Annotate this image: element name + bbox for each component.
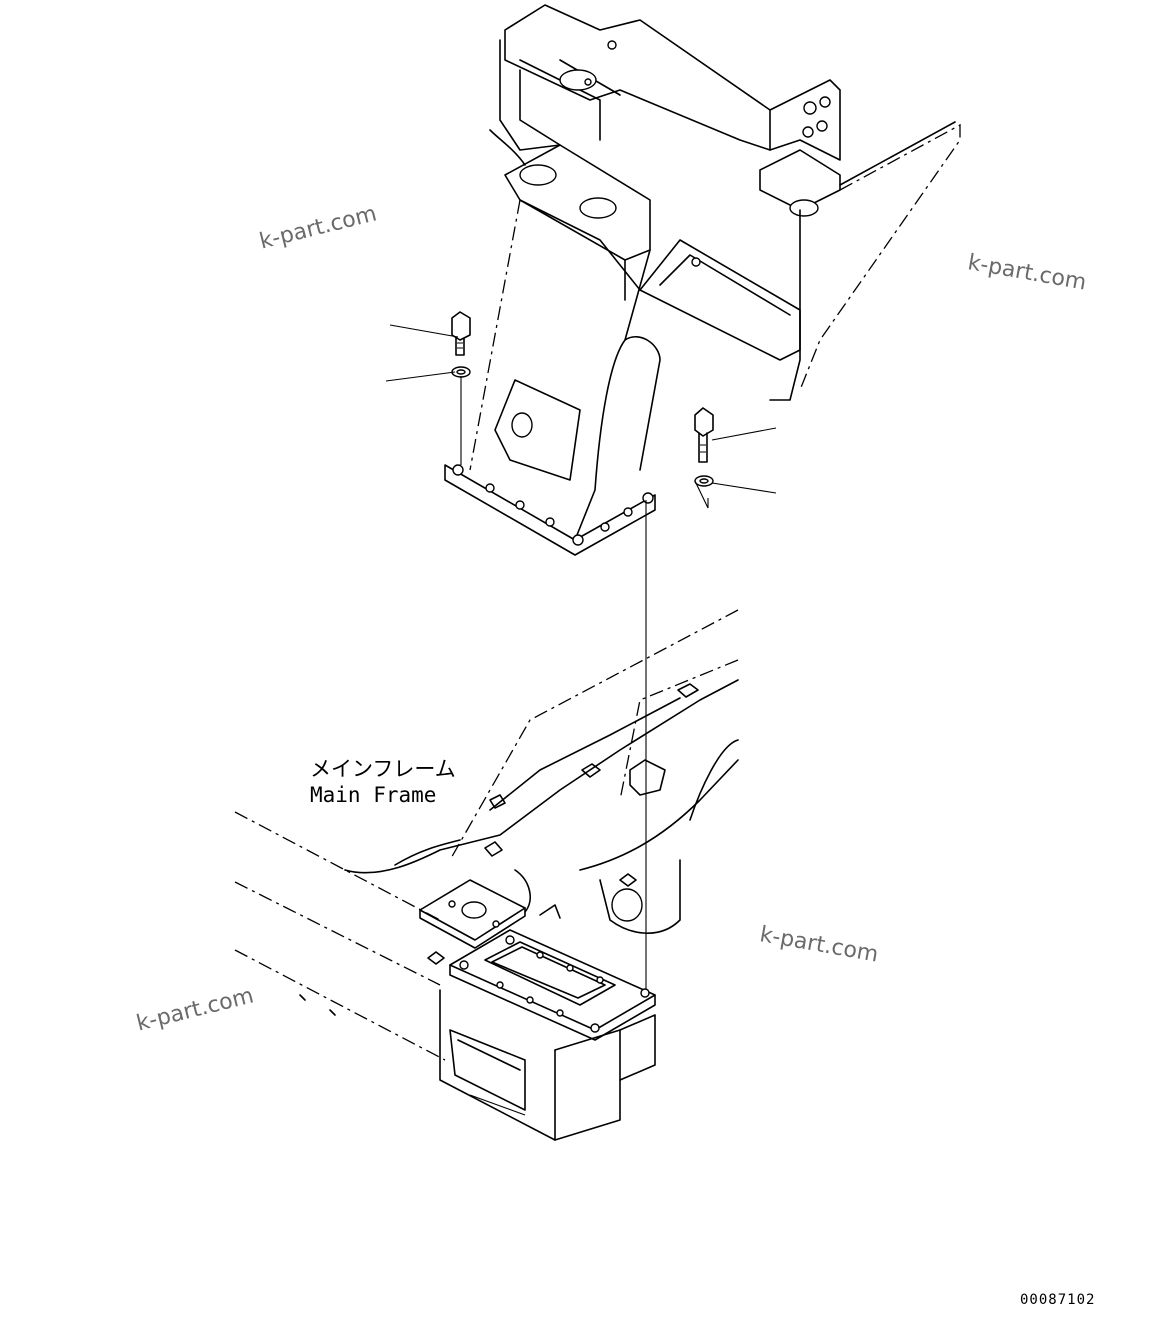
bolt-right <box>694 407 714 463</box>
main-frame-label-english: Main Frame <box>310 783 437 807</box>
main-frame-label-japanese: メインフレーム <box>310 757 456 781</box>
upper-bracket <box>444 4 961 556</box>
main-frame <box>234 609 739 1141</box>
leader-lines <box>385 324 777 990</box>
washer-right <box>694 475 714 487</box>
drawing-number: 00087102 <box>1020 1292 1096 1308</box>
bolt-left <box>451 311 471 356</box>
